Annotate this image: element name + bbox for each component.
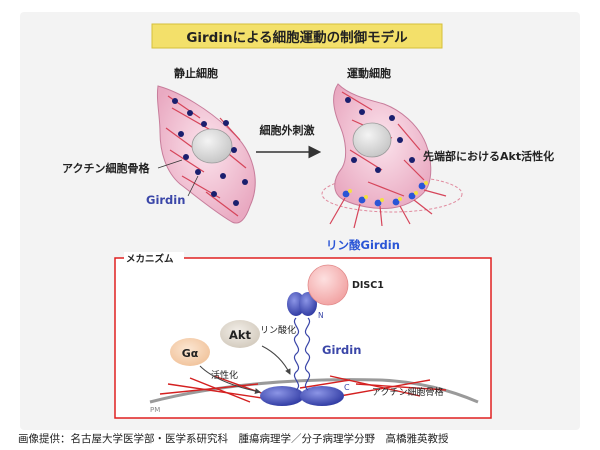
akt-label: Akt <box>229 328 252 342</box>
motile-girdin-dots <box>345 97 415 173</box>
mechanism-label: メカニズム <box>126 253 174 265</box>
phosphorylation-arrow <box>261 345 291 375</box>
disc1-protein <box>307 264 349 306</box>
akt-activation-label: 先端部におけるAkt活性化 <box>423 149 554 163</box>
motile-cell <box>321 83 463 229</box>
actin-leader-line <box>157 159 183 169</box>
activation-label: 活性化 <box>211 369 238 381</box>
mechanism-label-bg <box>124 252 184 264</box>
phospho-girdin-label: リン酸Girdin <box>326 238 400 252</box>
c-terminal-label: C <box>344 383 350 392</box>
activation-arrow <box>199 365 261 394</box>
motile-nucleus <box>352 122 392 158</box>
resting-actin-label: アクチン細胞骨格 <box>62 161 150 175</box>
galpha-label: Gα <box>182 347 199 360</box>
diagram-title: Girdinによる細胞運動の制御モデル <box>186 29 408 46</box>
image-credit: 画像提供：名古屋大学医学部・医学系研究科 腫瘍病理学／分子病理学分野 高橋雅英教… <box>18 432 449 445</box>
disc1-label: DISC1 <box>352 280 384 291</box>
mechanism-actin-label: アクチン細胞骨格 <box>372 386 444 398</box>
girdin-leader-line <box>187 175 199 197</box>
stimulus-label: 細胞外刺激 <box>260 123 315 137</box>
girdin-coiled-coil <box>293 317 311 391</box>
resting-cell-heading: 静止細胞 <box>174 66 218 80</box>
resting-nucleus <box>191 128 233 164</box>
phospho-girdin-dots <box>342 181 428 207</box>
girdin-c-terminal-right <box>300 386 344 406</box>
resting-cell <box>156 85 256 224</box>
mechanism-girdin-label: Girdin <box>322 343 361 357</box>
galpha-protein <box>170 338 210 366</box>
girdin-c-terminal-left <box>260 386 304 406</box>
n-terminal-label: N <box>318 311 324 320</box>
motile-cell-heading: 運動細胞 <box>347 66 391 80</box>
pm-label: PM <box>150 406 160 414</box>
resting-girdin-label: Girdin <box>146 193 185 207</box>
resting-girdin-dots <box>172 98 248 206</box>
title-box <box>151 23 443 49</box>
phosphorylation-label: リン酸化 <box>260 324 296 336</box>
akt-protein <box>220 320 260 348</box>
motile-protrusions <box>329 189 447 229</box>
